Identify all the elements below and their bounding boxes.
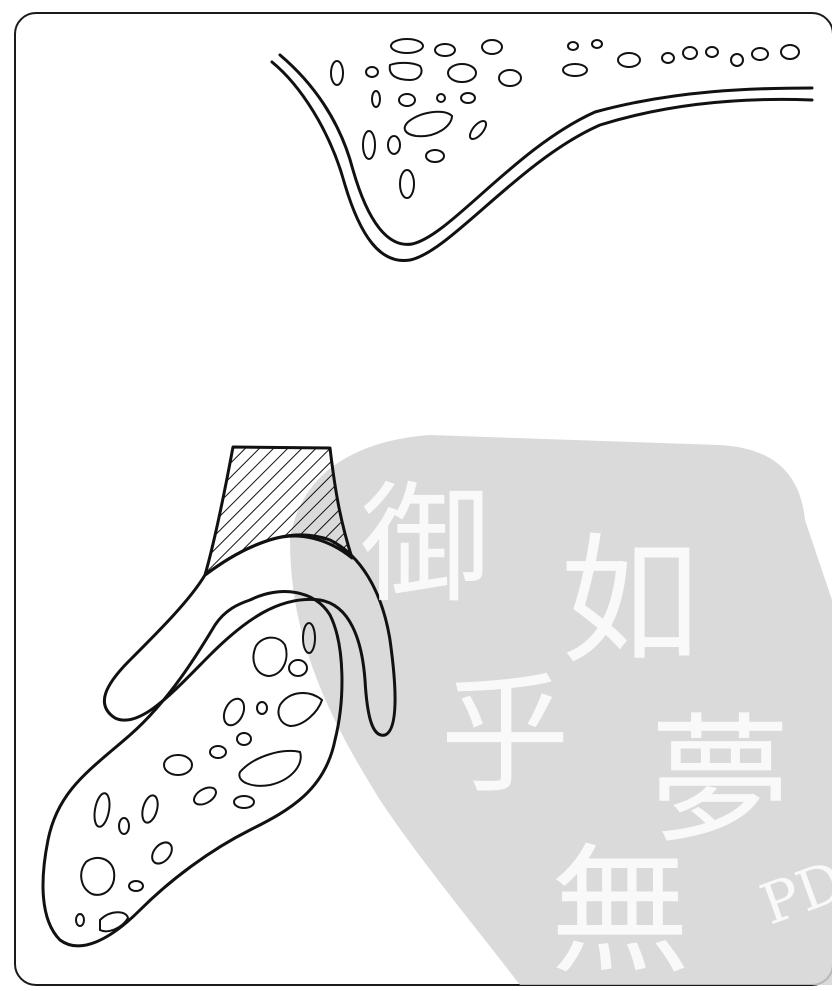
lower-jaw-section xyxy=(43,447,395,946)
upper-inner-contour xyxy=(280,55,812,244)
upper-marrow-spaces xyxy=(331,39,799,198)
watermark-glyph-5: 無 xyxy=(550,831,690,991)
upper-jaw-section xyxy=(272,39,812,261)
watermark-glyph-3: 乎 xyxy=(440,659,570,811)
watermark-glyph-2: 如 xyxy=(560,521,700,684)
watermark-glyph-1: 御 xyxy=(360,469,490,621)
lower-marrow-spaces xyxy=(76,623,322,931)
